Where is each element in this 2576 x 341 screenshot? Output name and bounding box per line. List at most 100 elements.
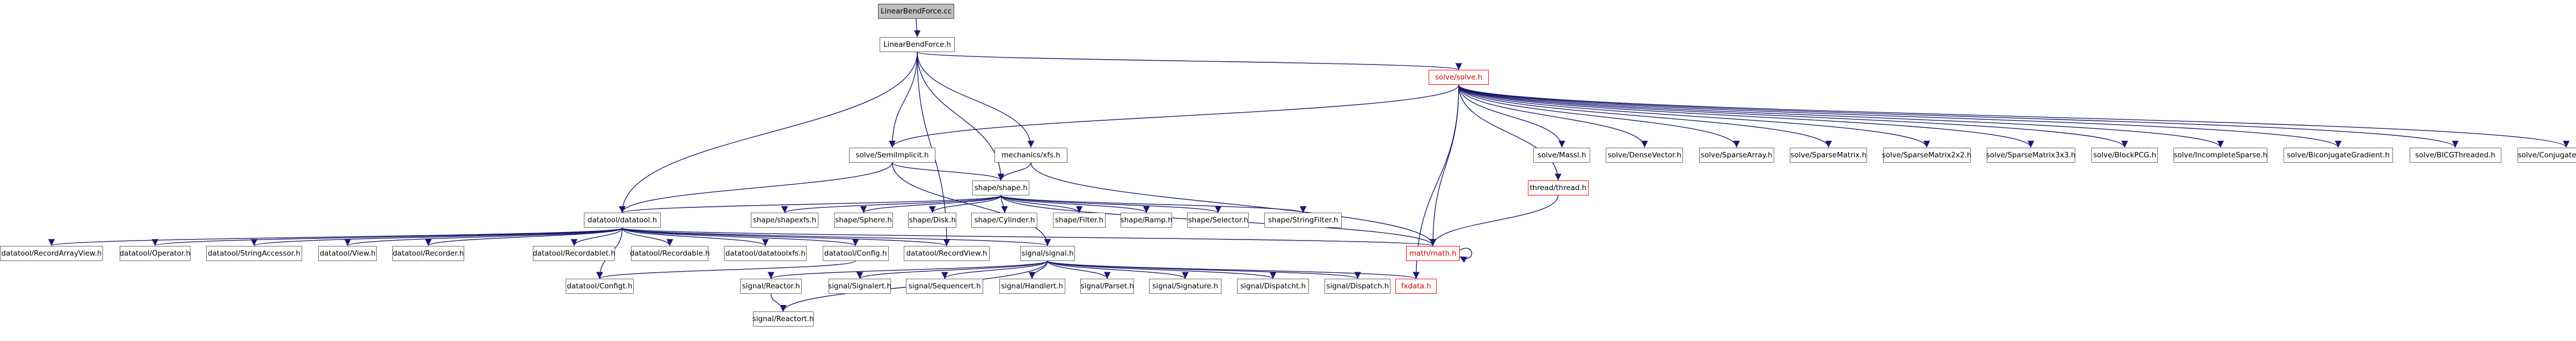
node-recordable[interactable]: datatool/Recordable.h	[630, 245, 710, 261]
edge-solve-to-bpcg	[1458, 85, 2128, 148]
node-fxdata[interactable]: fxdata.h	[1395, 279, 1437, 294]
node-selector[interactable]: shape/Selector.h	[1187, 213, 1249, 228]
edge-semi-to-signal	[891, 162, 1051, 246]
edge-shape-to-sphere	[860, 195, 1001, 214]
node-view[interactable]: datatool/View.h	[318, 245, 377, 261]
node-mathh[interactable]: math/math.h	[1406, 245, 1460, 261]
edge-datatool-to-recorder	[425, 227, 623, 246]
edge-datatool-to-signal	[621, 227, 1051, 246]
edge-solve-to-smat	[1458, 85, 1832, 148]
edge-signal-to-handlert	[1028, 260, 1048, 279]
edge-datatool-to-view	[344, 227, 623, 246]
node-config[interactable]: datatool/Config.h	[822, 245, 889, 261]
node-incsp[interactable]: solve/IncompleteSparse.h	[2174, 147, 2268, 163]
node-dispatch[interactable]: signal/Dispatch.h	[1324, 279, 1391, 294]
edge-config-to-configt	[596, 260, 856, 279]
edge-datatool-to-recordable	[621, 228, 674, 246]
edge-datatool-to-dtxfs	[621, 227, 769, 246]
edge-mechx-to-shape	[997, 162, 1031, 181]
edge-mathh-to-mathh	[1459, 248, 1472, 263]
node-solve[interactable]: solve/solve.h	[1429, 70, 1489, 85]
node-lbf[interactable]: LinearBendForce.h	[880, 37, 955, 52]
node-sarr[interactable]: solve/SparseArray.h	[1699, 147, 1774, 163]
edge-signal-to-sequencert	[941, 260, 1048, 279]
edge-solve-to-bicg	[1458, 84, 2341, 148]
node-handlert[interactable]: signal/Handlert.h	[999, 279, 1065, 294]
edge-lbf-to-mechx	[917, 52, 1035, 148]
node-semi[interactable]: solve/SemiImplicit.h	[848, 147, 936, 163]
edge-semi-to-datatool	[619, 162, 893, 213]
edge-datatool-to-rav	[48, 227, 623, 246]
node-root[interactable]: LinearBendForce.cc	[878, 3, 955, 19]
edge-shape-to-datatool	[619, 195, 1001, 214]
node-signalert[interactable]: signal/Signalert.h	[828, 279, 891, 294]
edge-signal-to-dispatch	[1047, 260, 1361, 279]
node-bpcg[interactable]: solve/BlockPCG.h	[2091, 147, 2158, 163]
node-configt[interactable]: datatool/Configt.h	[565, 279, 634, 294]
edge-signal-to-reactor	[767, 260, 1048, 279]
node-shxfs[interactable]: shape/shapexfs.h	[750, 213, 819, 228]
edge-datatool-to-recordablet	[570, 228, 623, 246]
node-dvec[interactable]: solve/DenseVector.h	[1606, 147, 1684, 163]
edge-solve-to-mathh	[1429, 85, 1459, 246]
node-filter[interactable]: shape/Filter.h	[1053, 213, 1106, 228]
edge-datatool-to-stracc	[251, 227, 623, 246]
node-cg[interactable]: solve/ConjugateGradient.h	[2517, 147, 2576, 163]
node-smat[interactable]: solve/SparseMatrix.h	[1790, 147, 1868, 163]
edge-shape-to-ramp	[1000, 195, 1150, 214]
edge-solve-to-fxdata	[1413, 85, 1459, 279]
edge-signal-to-fxdata	[1047, 260, 1419, 279]
edge-solve-to-semi	[889, 85, 1459, 148]
node-parset[interactable]: signal/Parset.h	[1080, 279, 1135, 294]
edge-lbf-to-semi	[889, 52, 918, 148]
edge-lbf-to-solve	[917, 52, 1462, 70]
edge-shape-to-sfilter	[1000, 195, 1306, 214]
edge-solve-to-bicgt	[1458, 84, 2458, 148]
node-datatool[interactable]: datatool/datatool.h	[584, 213, 661, 228]
node-stracc[interactable]: datatool/StringAccessor.h	[206, 245, 302, 261]
node-ramp[interactable]: shape/Ramp.h	[1121, 213, 1173, 228]
node-shape[interactable]: shape/shape.h	[972, 180, 1029, 195]
node-cyl[interactable]: shape/Cylinder.h	[971, 213, 1038, 228]
edge-datatool-to-mathh	[621, 227, 1436, 246]
edge-shape-to-disk	[929, 195, 1001, 213]
edge-mechx-to-mathh	[1030, 162, 1437, 246]
node-recorder[interactable]: datatool/Recorder.h	[392, 245, 465, 261]
node-mechx[interactable]: mechanics/xfs.h	[994, 147, 1068, 163]
node-signature[interactable]: signal/Signature.h	[1149, 279, 1221, 294]
node-bicg[interactable]: solve/BiconjugateGradient.h	[2284, 147, 2393, 163]
node-recordablet[interactable]: datatool/Recordablet.h	[533, 245, 616, 261]
node-oper[interactable]: datatool/Operator.h	[120, 245, 191, 261]
node-dtxfs[interactable]: datatool/datatoolxfs.h	[724, 245, 807, 261]
edge-semi-to-shape	[891, 162, 1005, 181]
node-smat2[interactable]: solve/SparseMatrix2x2.h	[1882, 147, 1972, 163]
edge-solve-to-smat3	[1458, 85, 2035, 148]
edge-solve-to-mass	[1458, 85, 1565, 148]
edge-shape-to-shxfs	[781, 195, 1001, 214]
node-disk[interactable]: shape/Disk.h	[908, 213, 957, 228]
node-smat3[interactable]: solve/SparseMatrix3x3.h	[1986, 147, 2076, 163]
node-rav[interactable]: datatool/RecordArrayView.h	[0, 245, 103, 261]
edge-solve-to-dvec	[1458, 85, 1648, 148]
edge-shape-to-cyl	[1000, 195, 1008, 213]
edge-solve-to-incsp	[1458, 84, 2224, 148]
node-bicgt[interactable]: solve/BICGThreaded.h	[2409, 147, 2501, 163]
node-sphere[interactable]: shape/Sphere.h	[834, 213, 893, 228]
edge-solve-to-thread	[1458, 85, 1562, 181]
edge-shape-to-filter	[1000, 195, 1083, 213]
edge-lbf-to-datatool	[619, 52, 918, 213]
edge-root-to-lbf	[913, 18, 921, 37]
node-dispatcht[interactable]: signal/Dispatcht.h	[1236, 279, 1309, 294]
node-reactor[interactable]: signal/Reactor.h	[740, 279, 802, 294]
node-reactort[interactable]: signal/Reactort.h	[752, 311, 814, 327]
node-signal[interactable]: signal/signal.h	[1020, 245, 1075, 261]
node-thread[interactable]: thread/thread.h	[1527, 180, 1589, 195]
node-sequencert[interactable]: signal/Sequencert.h	[906, 279, 984, 294]
edge-shape-to-selector	[1000, 195, 1221, 214]
node-mass[interactable]: solve/Massl.h	[1533, 147, 1591, 163]
node-rview[interactable]: datatool/RecordView.h	[904, 245, 990, 261]
node-sfilter[interactable]: shape/StringFilter.h	[1264, 213, 1342, 228]
edge-datatool-to-rview	[621, 227, 950, 246]
